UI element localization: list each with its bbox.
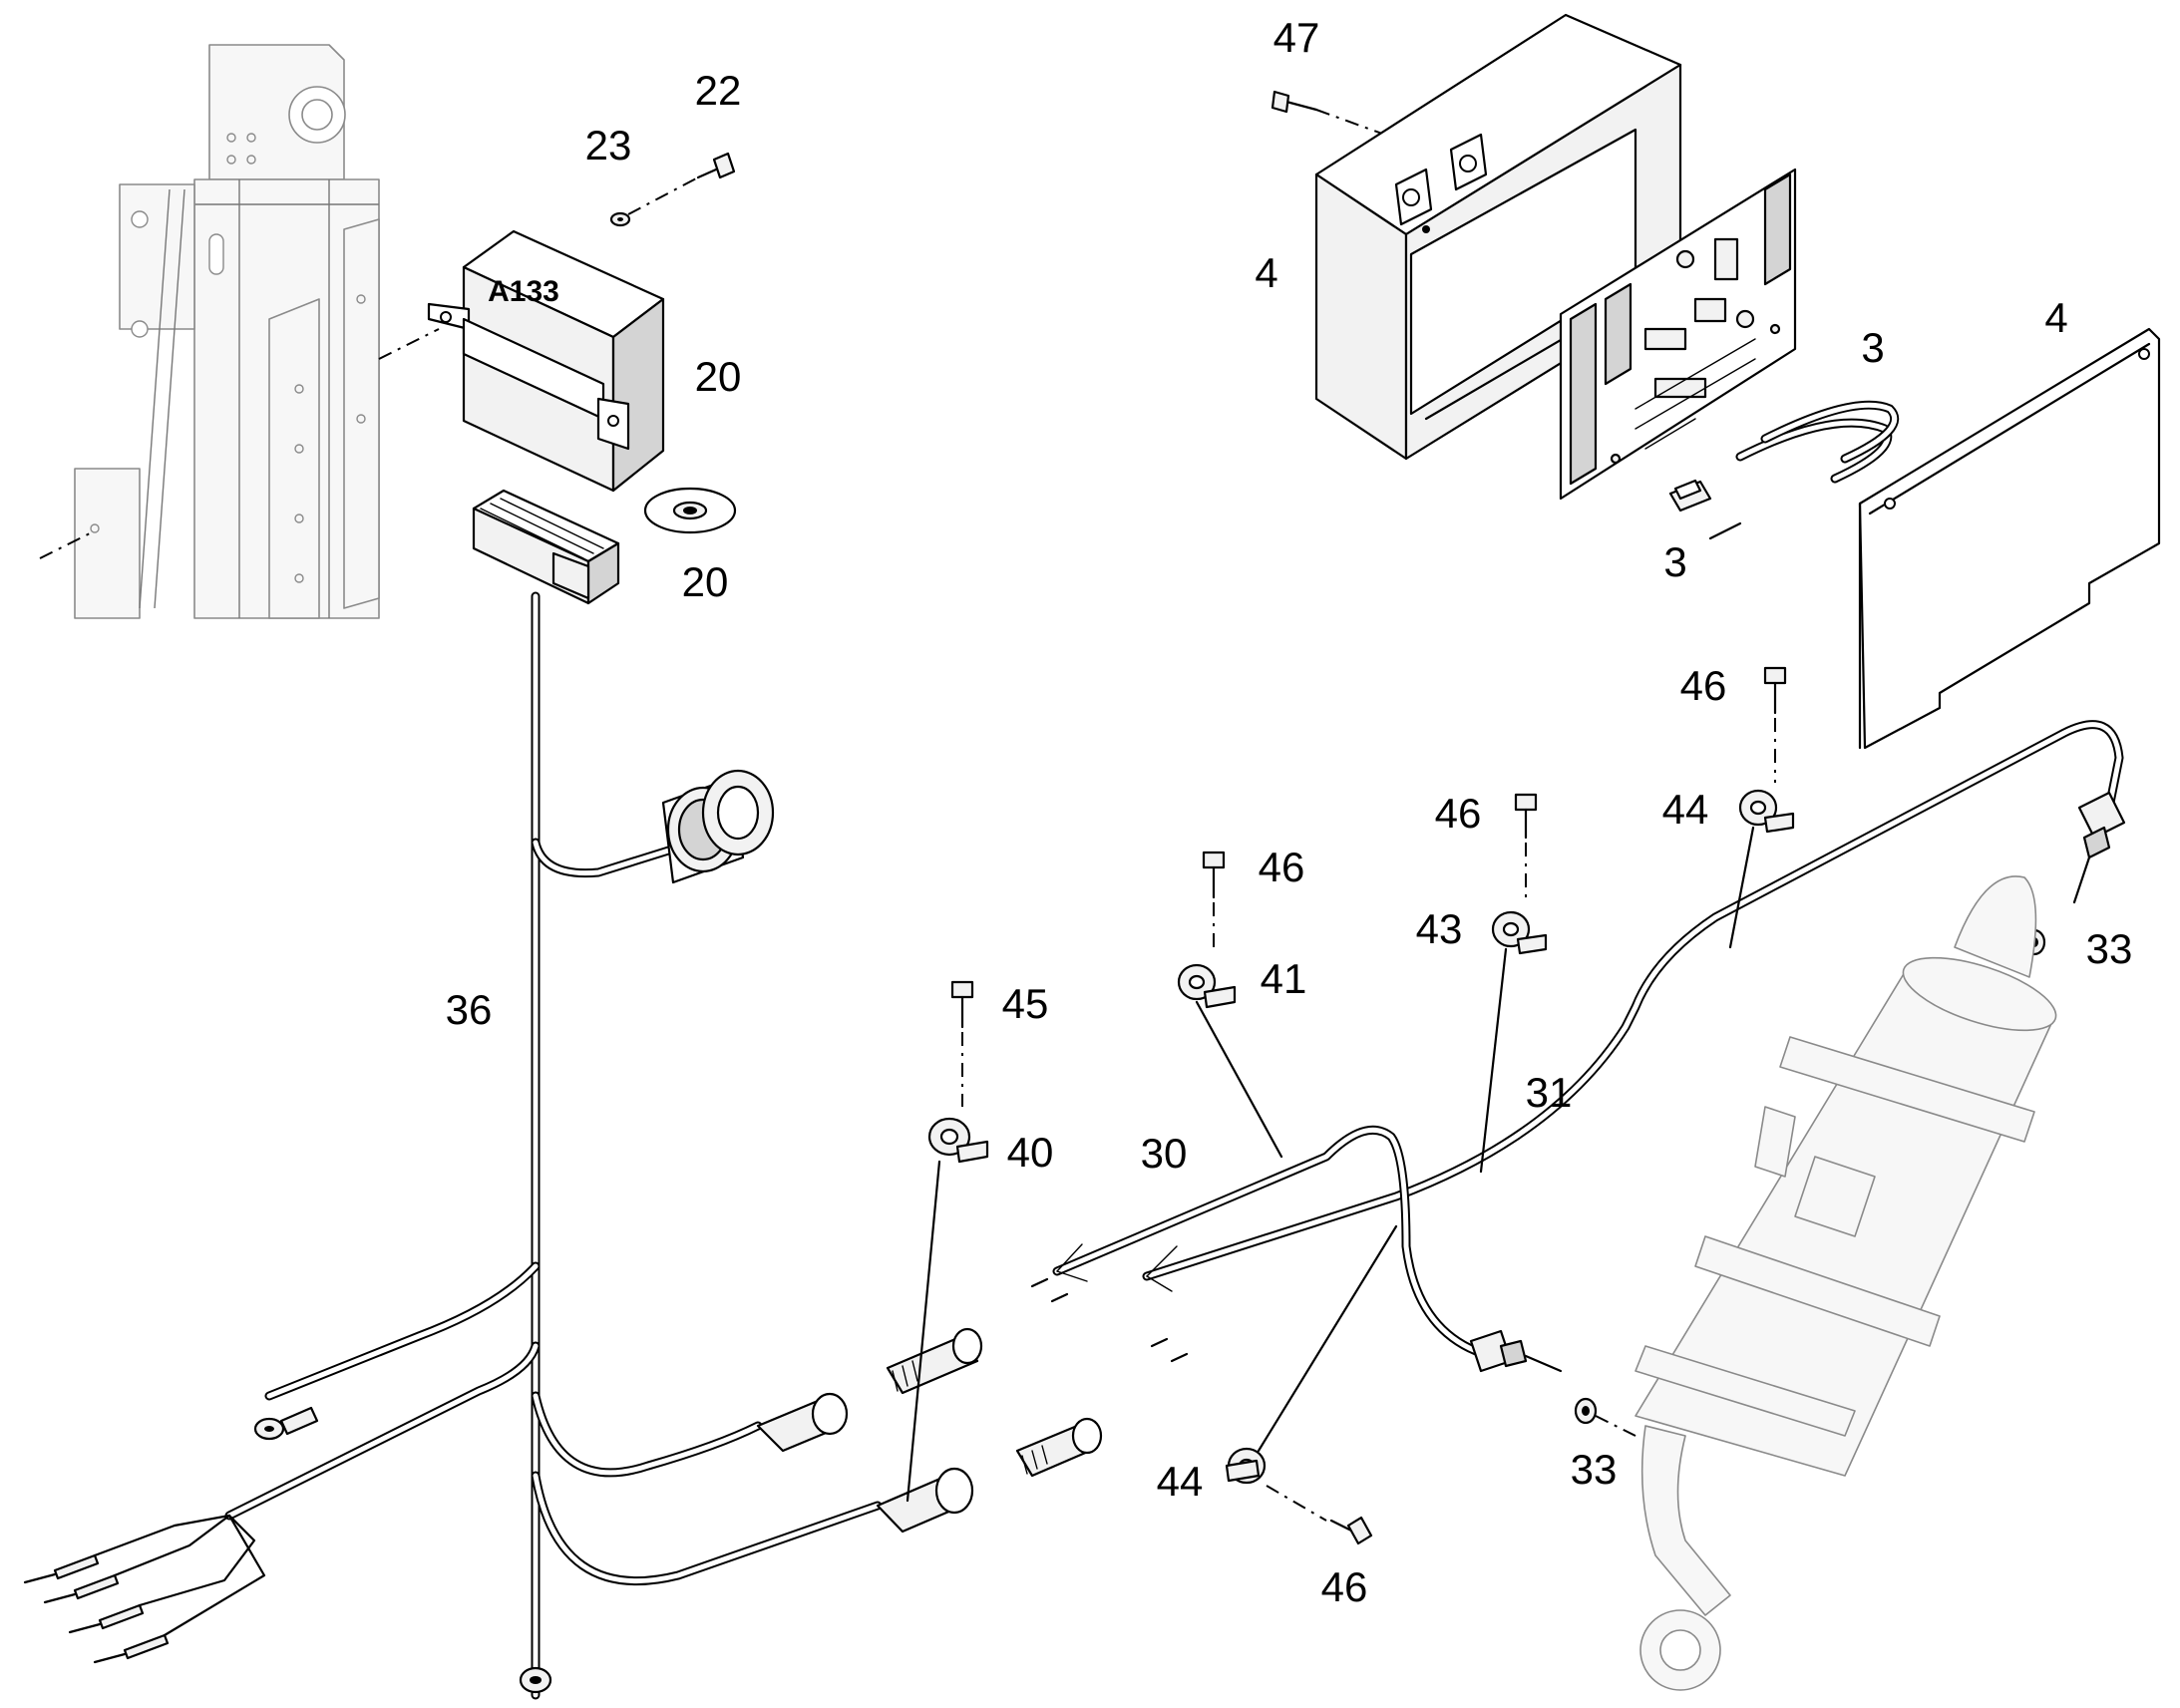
callout-31: 31 — [1526, 1069, 1573, 1116]
leader-44-cable — [1728, 826, 1755, 949]
electronic-module-a133: A133 — [427, 229, 665, 493]
callout-47: 47 — [1273, 14, 1320, 61]
screw-46-d — [1329, 1516, 1373, 1545]
fuse-3 — [1668, 479, 1742, 540]
callout-labels: 47 22 23 4 20 3 4 20 3 46 46 44 46 43 33… — [446, 14, 2133, 1610]
callout-33-lower: 33 — [1571, 1446, 1618, 1493]
grommet-20 — [643, 487, 737, 534]
washer-33-lower — [1574, 1397, 1598, 1425]
callout-23: 23 — [585, 122, 632, 169]
screw-45 — [950, 980, 974, 1029]
mast-frame — [74, 44, 380, 619]
clamp-41 — [1177, 963, 1237, 1009]
callout-46-lower: 46 — [1321, 1563, 1368, 1610]
clamp-43 — [1491, 910, 1548, 955]
circuit-board — [1559, 168, 1797, 501]
screw-46-a — [1202, 851, 1226, 899]
pin-terminals — [23, 1514, 266, 1664]
callout-3-jumpers: 3 — [1861, 324, 1884, 371]
module-name-label: A133 — [488, 275, 559, 308]
callout-3-fuse: 3 — [1663, 538, 1686, 585]
screw-47 — [1271, 90, 1318, 114]
callout-43: 43 — [1416, 905, 1463, 952]
screw-46-c — [1763, 666, 1787, 715]
callout-20-module: 20 — [695, 353, 742, 400]
wire-ends — [1030, 1277, 1189, 1363]
leader-41-cable — [1195, 1000, 1283, 1159]
control-box-housing — [1314, 13, 1682, 461]
leader-44-lower-cable — [1257, 1224, 1398, 1453]
sensor-cable-31 — [1142, 720, 2124, 1292]
callout-40: 40 — [1007, 1129, 1054, 1176]
callout-33-upper: 33 — [2086, 925, 2133, 972]
callout-45: 45 — [1002, 980, 1049, 1027]
temp-sensor-lower — [1469, 1329, 1563, 1373]
callout-44-lower: 44 — [1157, 1458, 1204, 1505]
sensor-cable-30 — [1052, 1125, 1481, 1356]
connector-lower-pair — [876, 1417, 1103, 1534]
callout-46-41: 46 — [1259, 844, 1305, 890]
temp-sensor-upper — [2072, 791, 2126, 904]
washer-23 — [609, 211, 631, 227]
callout-4-cover: 4 — [2044, 294, 2067, 341]
callout-22: 22 — [695, 67, 742, 114]
screw-46-b — [1514, 793, 1538, 840]
callout-4-housing: 4 — [1255, 249, 1277, 296]
callout-20-grommet: 20 — [682, 558, 729, 605]
leader-43-cable — [1479, 947, 1508, 1174]
connector-upper-pair — [756, 1327, 983, 1453]
callout-46-upper-right: 46 — [1680, 662, 1727, 709]
main-harness-36 — [224, 591, 883, 1700]
clamp-40 — [927, 1117, 989, 1164]
clamp-44-upper — [1738, 789, 1795, 834]
screw-22 — [696, 152, 736, 179]
ring-terminal-lower — [519, 1666, 552, 1694]
exhaust-muffler — [1635, 875, 2057, 1691]
callout-44-upper: 44 — [1662, 786, 1709, 833]
callout-46-43: 46 — [1435, 790, 1482, 837]
ring-terminal-upper — [253, 1406, 319, 1441]
bulkhead-connector — [661, 769, 775, 884]
leader-33-lower — [1595, 1415, 1636, 1437]
clamp-44-lower — [1225, 1447, 1267, 1485]
leader-22-23 — [627, 176, 699, 215]
callout-30: 30 — [1141, 1130, 1188, 1177]
leader-44-46-lower — [1266, 1485, 1327, 1522]
callout-36: 36 — [446, 986, 493, 1033]
connector-plug-a133 — [472, 489, 620, 605]
leader-mast-bottom — [39, 532, 91, 559]
callout-41: 41 — [1261, 955, 1307, 1002]
cover-plate-4 — [1858, 327, 2161, 750]
jumper-wires-3 — [1735, 400, 1900, 484]
leader-40-connector — [906, 1160, 941, 1503]
leader-mast-module — [378, 328, 440, 360]
